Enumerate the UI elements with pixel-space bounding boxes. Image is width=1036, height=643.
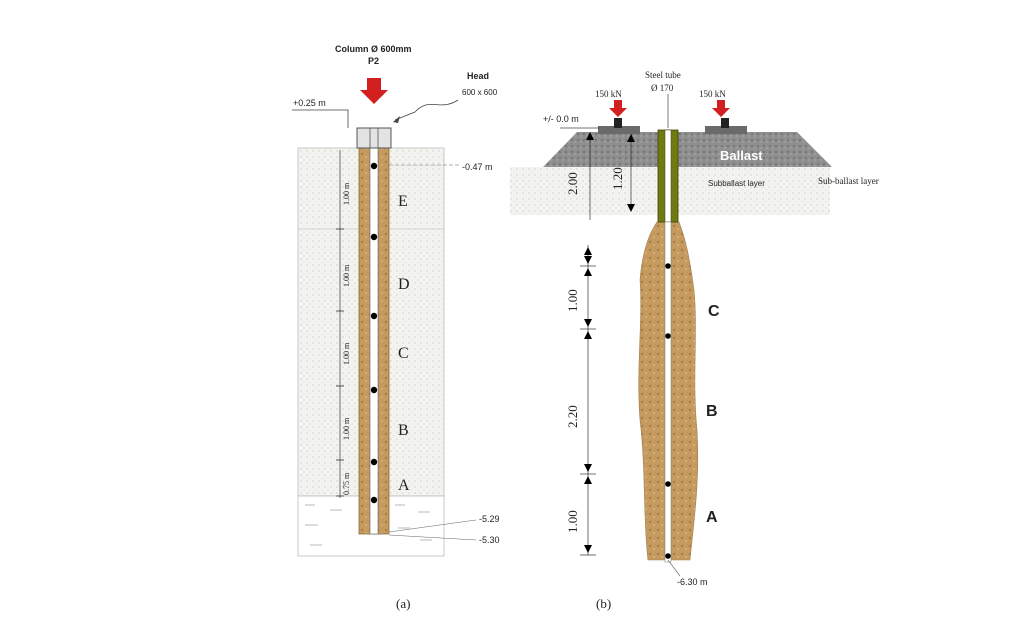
- dim-200-label: 2.00: [565, 172, 580, 195]
- inner-tube-b: [664, 221, 672, 563]
- zone-label-a: A: [398, 477, 410, 494]
- level-047-label: -0.47 m: [462, 162, 493, 172]
- zone-label-e: E: [398, 193, 408, 210]
- load-left-label: 150 kN: [595, 89, 622, 99]
- panel-b: Ballast Subballast layer Sub-ballast lay…: [510, 70, 879, 611]
- sensor-points-b: [665, 263, 671, 559]
- level-529-label: -5.29: [479, 514, 500, 524]
- dim-120-label: 1.20: [610, 167, 625, 190]
- column-id: P2: [368, 56, 379, 66]
- caption-b: (b): [596, 596, 611, 611]
- dim-label-b-b: 2.20: [565, 405, 580, 428]
- caption-a: (a): [396, 596, 410, 611]
- zone-label-d: D: [398, 276, 410, 293]
- dim-label-a: 0.75 m: [342, 472, 351, 495]
- base-hatch: [305, 504, 432, 546]
- head-pointer: [394, 99, 459, 121]
- load-arrow-left-icon: [609, 100, 627, 117]
- dim-label-d: 1.00 m: [342, 264, 351, 287]
- rail-left: [598, 126, 640, 134]
- load-arrow-right-icon: [712, 100, 730, 117]
- zone-label-b-b: B: [706, 403, 718, 420]
- load-right-label: 150 kN: [699, 89, 726, 99]
- dim-label-a-b: 1.00: [565, 510, 580, 533]
- load-arrow-icon: [360, 78, 388, 104]
- head-label: Head: [467, 71, 489, 81]
- steel-tube-diam: Ø 170: [651, 83, 674, 93]
- sensor-points: [370, 162, 378, 504]
- head-size: 600 x 600: [462, 88, 498, 97]
- dim-label-c: 1.00 m: [342, 342, 351, 365]
- ballast-layer: [543, 132, 832, 167]
- top-level-b: +/- 0.0 m: [543, 114, 579, 124]
- dim-label-b: 1.00 m: [342, 417, 351, 440]
- column-title: Column Ø 600mm: [335, 44, 412, 54]
- inner-tube: [369, 147, 379, 535]
- zone-label-c-b: C: [708, 303, 720, 320]
- zone-label-c: C: [398, 345, 409, 362]
- subballast-label: Subballast layer: [708, 179, 765, 188]
- zone-label-a-b: A: [706, 509, 718, 526]
- rail-right: [705, 126, 747, 134]
- dim-label-e: 1.00 m: [342, 182, 351, 205]
- panel-a: 1.00 m 1.00 m 1.00 m 1.00 m 0.75 m E D C…: [292, 44, 500, 611]
- ballast-label: Ballast: [720, 148, 763, 163]
- zone-label-b: B: [398, 422, 409, 439]
- level-530-label: -5.30: [479, 535, 500, 545]
- top-level-leader: [292, 109, 349, 128]
- top-level-label: +0.25 m: [293, 98, 326, 108]
- subballast-side-label: Sub-ballast layer: [818, 176, 879, 186]
- steel-tube-label: Steel tube: [645, 70, 681, 80]
- bottom-level-b: -6.30 m: [677, 577, 708, 587]
- dim-label-c-b: 1.00: [565, 289, 580, 312]
- column-head: [356, 127, 392, 149]
